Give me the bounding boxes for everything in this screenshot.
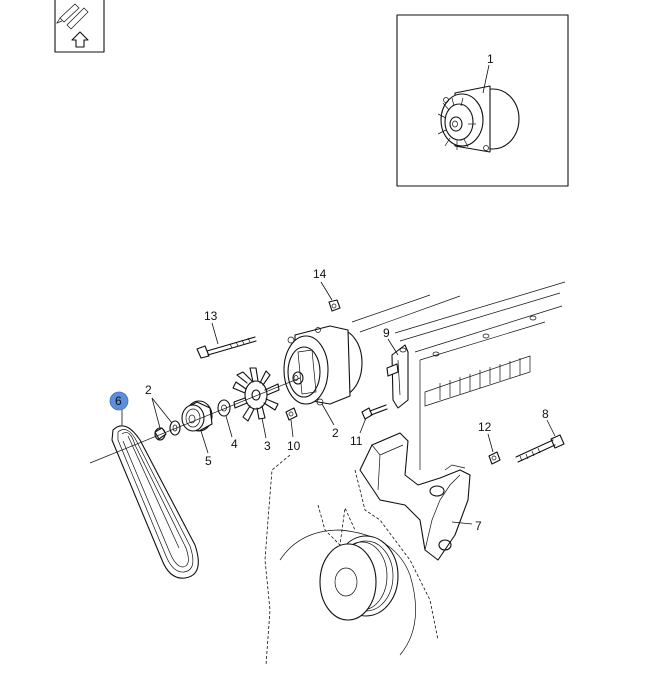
washer-4: [217, 399, 231, 417]
inset-frame: 1: [396, 14, 569, 187]
inset-alternator: [437, 85, 520, 153]
callout-2-left[interactable]: 2: [145, 383, 152, 397]
callout-10[interactable]: 10: [287, 439, 301, 453]
adjusting-link: [386, 344, 409, 409]
spacer-2: [154, 420, 181, 441]
bolt-11: [361, 404, 388, 420]
callout-1[interactable]: 1: [487, 52, 494, 66]
callout-3[interactable]: 3: [264, 439, 271, 453]
callout-6[interactable]: 6: [115, 394, 122, 408]
pencil-icon: [56, 3, 89, 30]
nut-10: [285, 407, 298, 421]
fan: [232, 367, 280, 422]
drive-belt: [111, 425, 199, 579]
callout-2-right[interactable]: 2: [332, 426, 339, 440]
callout-7[interactable]: 7: [475, 519, 482, 533]
callout-11[interactable]: 11: [350, 434, 363, 448]
bolt-14: [328, 299, 341, 312]
alternator: [283, 325, 363, 406]
callout-13[interactable]: 13: [204, 309, 218, 323]
leader-lines: [121, 281, 556, 525]
callout-14[interactable]: 14: [313, 267, 327, 281]
nut-12: [488, 451, 501, 465]
crankshaft-pulley: [319, 535, 399, 621]
callout-12[interactable]: 12: [478, 420, 492, 434]
callout-5[interactable]: 5: [205, 454, 212, 468]
selected-callout-marker[interactable]: [109, 391, 129, 411]
callout-4[interactable]: 4: [231, 437, 238, 451]
callout-9[interactable]: 9: [383, 326, 390, 340]
bolt-8: [515, 434, 565, 463]
engine-block: [351, 281, 566, 470]
center-axis: [89, 377, 301, 464]
pulley-5: [181, 400, 213, 432]
alternator-bracket: [359, 432, 471, 561]
bolt-13: [196, 336, 257, 359]
callout-8[interactable]: 8: [542, 407, 549, 421]
nav-badge[interactable]: [54, 0, 105, 53]
up-arrow-icon[interactable]: [71, 31, 89, 48]
callout-labels: 14 13 9 2 6 8 4 3 10 2 11 12 5 7: [115, 267, 549, 533]
